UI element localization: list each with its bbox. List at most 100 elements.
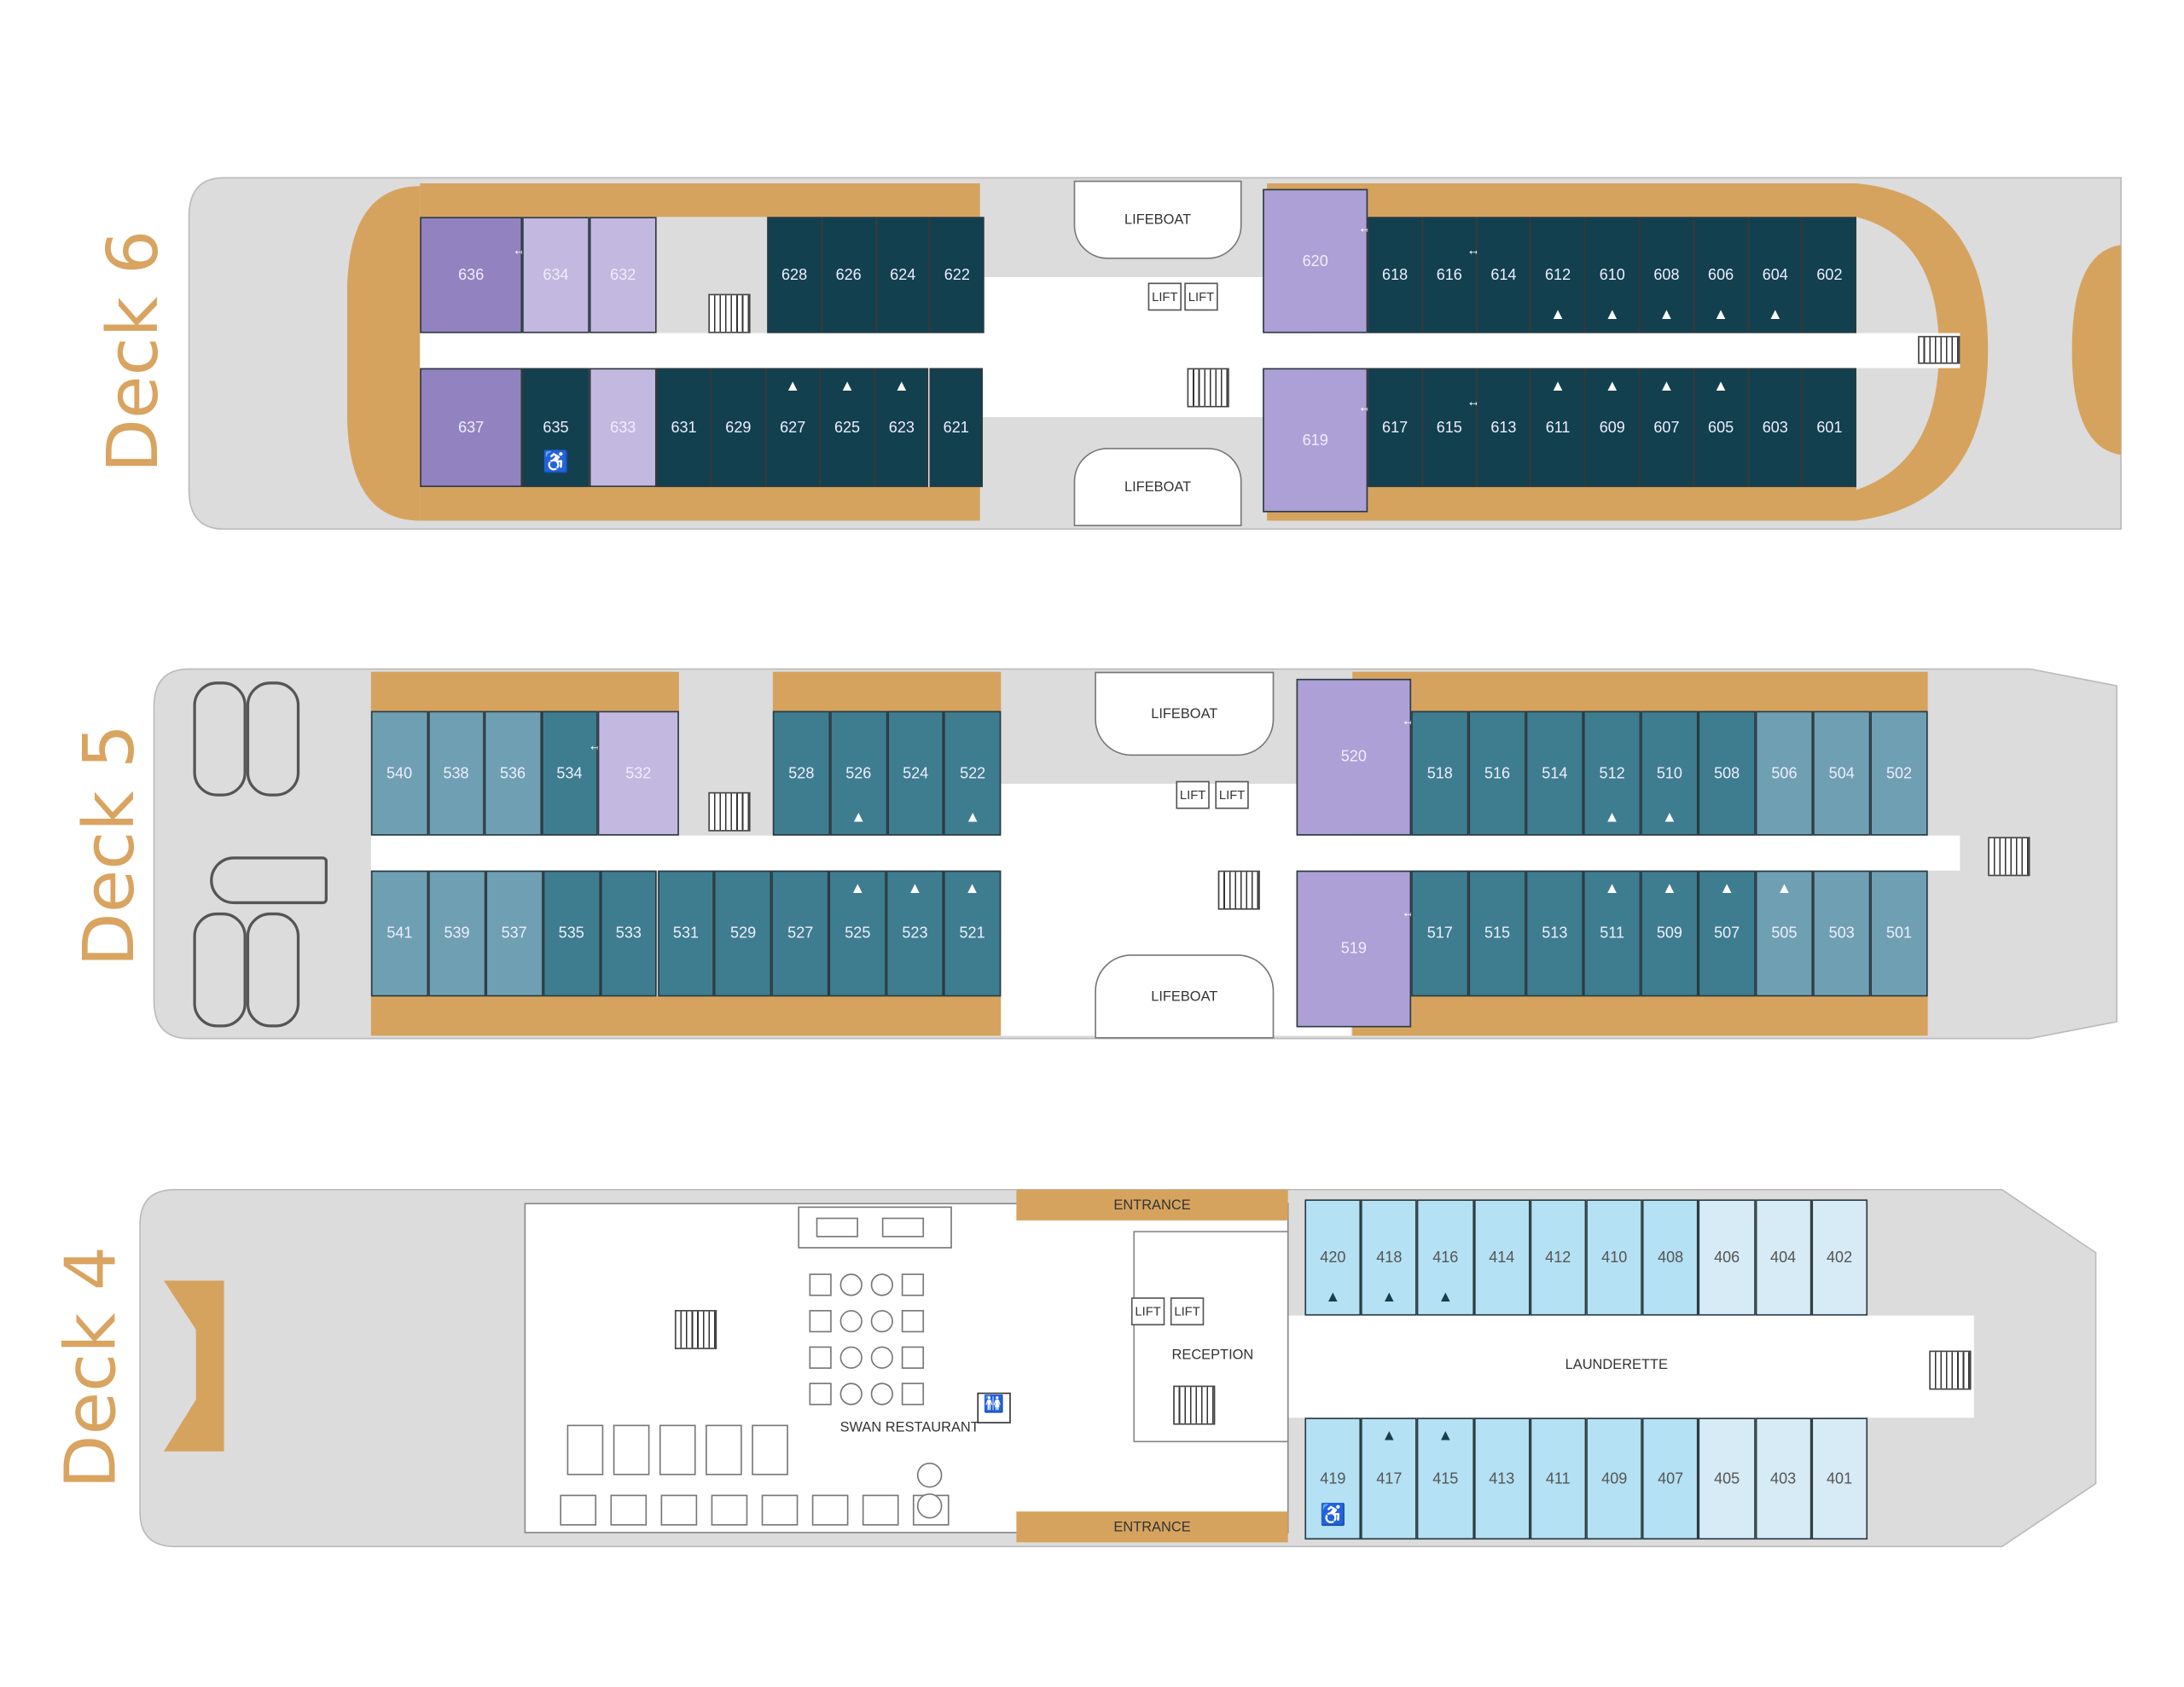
cabin-405[interactable]: 405 bbox=[1699, 1417, 1756, 1540]
cabin-501[interactable]: 501 bbox=[1870, 870, 1928, 997]
cabin-609[interactable]: 609▲ bbox=[1584, 368, 1640, 488]
cabin-614[interactable]: 614 bbox=[1476, 217, 1531, 333]
cabin-605[interactable]: 605▲ bbox=[1693, 368, 1748, 488]
cabin-617[interactable]: 617 bbox=[1368, 368, 1422, 488]
cabin-601[interactable]: 601 bbox=[1802, 368, 1857, 488]
cabin-618[interactable]: 618 bbox=[1368, 217, 1422, 333]
cabin-627[interactable]: 627▲ bbox=[765, 368, 821, 488]
cabin-613[interactable]: 613 bbox=[1476, 368, 1531, 488]
cabin-403[interactable]: 403 bbox=[1755, 1417, 1812, 1540]
cabin-616[interactable]: 616↔ bbox=[1421, 217, 1481, 333]
cabin-413[interactable]: 413 bbox=[1473, 1417, 1531, 1540]
cabin-502[interactable]: 502 bbox=[1870, 710, 1928, 836]
cabin-527[interactable]: 527 bbox=[771, 870, 829, 997]
cabin-number: 404 bbox=[1770, 1249, 1797, 1267]
cabin-622[interactable]: 622 bbox=[930, 217, 985, 333]
cabin-511[interactable]: 511▲ bbox=[1583, 870, 1641, 997]
cabin-603[interactable]: 603 bbox=[1747, 368, 1803, 488]
cabin-414[interactable]: 414 bbox=[1473, 1199, 1531, 1316]
cabin-411[interactable]: 411 bbox=[1530, 1417, 1587, 1540]
cabin-406[interactable]: 406 bbox=[1699, 1199, 1756, 1316]
cabin-628[interactable]: 628 bbox=[767, 217, 822, 333]
cabin-408[interactable]: 408 bbox=[1642, 1199, 1699, 1316]
cabin-401[interactable]: 401 bbox=[1811, 1417, 1868, 1540]
cabin-621[interactable]: 621 bbox=[928, 368, 984, 488]
cabin-624[interactable]: 624 bbox=[875, 217, 931, 333]
cabin-519[interactable]: 519↔ bbox=[1296, 870, 1415, 1028]
cabin-404[interactable]: 404 bbox=[1755, 1199, 1812, 1316]
cabin-512[interactable]: 512▲ bbox=[1583, 710, 1641, 836]
cabin-509[interactable]: 509▲ bbox=[1641, 870, 1699, 997]
cabin-620[interactable]: 620↔ bbox=[1263, 188, 1372, 333]
cabin-607[interactable]: 607▲ bbox=[1639, 368, 1694, 488]
cabin-506[interactable]: 506 bbox=[1755, 710, 1814, 836]
cabin-541[interactable]: 541 bbox=[370, 870, 428, 997]
cabin-407[interactable]: 407 bbox=[1642, 1417, 1699, 1540]
cabin-528[interactable]: 528 bbox=[772, 710, 830, 836]
cabin-513[interactable]: 513 bbox=[1525, 870, 1583, 997]
cabin-634[interactable]: 634 bbox=[522, 217, 590, 333]
cabin-636[interactable]: 636↔ bbox=[420, 217, 526, 333]
cabin-539[interactable]: 539 bbox=[427, 870, 486, 997]
cabin-521[interactable]: 521▲ bbox=[944, 870, 1002, 997]
cabin-606[interactable]: 606▲ bbox=[1693, 217, 1748, 333]
cabin-510[interactable]: 510▲ bbox=[1641, 710, 1699, 836]
cabin-631[interactable]: 631 bbox=[656, 368, 712, 488]
cabin-503[interactable]: 503 bbox=[1813, 870, 1871, 997]
cabin-536[interactable]: 536 bbox=[484, 710, 542, 836]
cabin-number: 511 bbox=[1600, 925, 1624, 942]
cabin-415[interactable]: 415▲ bbox=[1417, 1417, 1474, 1540]
cabin-420[interactable]: 420▲ bbox=[1304, 1199, 1362, 1316]
cabin-524[interactable]: 524 bbox=[886, 710, 944, 836]
cabin-518[interactable]: 518 bbox=[1411, 710, 1469, 836]
cabin-612[interactable]: 612▲ bbox=[1531, 217, 1585, 333]
cabin-615[interactable]: 615↔ bbox=[1421, 368, 1481, 488]
cabin-538[interactable]: 538 bbox=[427, 710, 485, 836]
cabin-520[interactable]: 520↔ bbox=[1296, 678, 1415, 836]
cabin-529[interactable]: 529 bbox=[714, 870, 772, 997]
cabin-531[interactable]: 531 bbox=[657, 870, 715, 997]
cabin-517[interactable]: 517 bbox=[1411, 870, 1469, 997]
cabin-626[interactable]: 626 bbox=[821, 217, 876, 333]
cabin-608[interactable]: 608▲ bbox=[1639, 217, 1694, 333]
cabin-514[interactable]: 514 bbox=[1525, 710, 1583, 836]
cabin-610[interactable]: 610▲ bbox=[1584, 217, 1640, 333]
cabin-623[interactable]: 623▲ bbox=[874, 368, 929, 488]
cabin-505[interactable]: 505▲ bbox=[1755, 870, 1814, 997]
cabin-604[interactable]: 604▲ bbox=[1747, 217, 1803, 333]
cabin-412[interactable]: 412 bbox=[1530, 1199, 1587, 1316]
cabin-522[interactable]: 522▲ bbox=[944, 710, 1002, 836]
cabin-525[interactable]: 525▲ bbox=[828, 870, 886, 997]
cabin-625[interactable]: 625▲ bbox=[820, 368, 874, 488]
cabin-419[interactable]: 419♿ bbox=[1304, 1417, 1362, 1540]
cabin-409[interactable]: 409 bbox=[1586, 1417, 1643, 1540]
cabin-number: 633 bbox=[610, 419, 636, 437]
table-icon bbox=[862, 1494, 899, 1526]
cabin-532[interactable]: 532 bbox=[597, 710, 679, 836]
cabin-633[interactable]: 633 bbox=[589, 368, 657, 488]
cabin-637[interactable]: 637 bbox=[420, 368, 523, 488]
cabin-534[interactable]: 534↔ bbox=[541, 710, 602, 836]
cabin-417[interactable]: 417▲ bbox=[1361, 1417, 1418, 1540]
cabin-515[interactable]: 515 bbox=[1468, 870, 1526, 997]
cabin-611[interactable]: 611▲ bbox=[1531, 368, 1585, 488]
cabin-410[interactable]: 410 bbox=[1586, 1199, 1643, 1316]
cabin-619[interactable]: 619↔ bbox=[1263, 368, 1372, 513]
cabin-418[interactable]: 418▲ bbox=[1361, 1199, 1418, 1316]
cabin-632[interactable]: 632 bbox=[589, 217, 657, 333]
cabin-523[interactable]: 523▲ bbox=[886, 870, 944, 997]
cabin-629[interactable]: 629 bbox=[711, 368, 766, 488]
cabin-504[interactable]: 504 bbox=[1813, 710, 1871, 836]
cabin-635[interactable]: 635♿ bbox=[522, 368, 590, 488]
cabin-602[interactable]: 602 bbox=[1802, 217, 1857, 333]
cabin-533[interactable]: 533 bbox=[600, 870, 658, 997]
cabin-540[interactable]: 540 bbox=[370, 710, 428, 836]
cabin-516[interactable]: 516 bbox=[1468, 710, 1526, 836]
cabin-507[interactable]: 507▲ bbox=[1698, 870, 1756, 997]
cabin-526[interactable]: 526▲ bbox=[829, 710, 887, 836]
cabin-402[interactable]: 402 bbox=[1811, 1199, 1868, 1316]
cabin-508[interactable]: 508 bbox=[1698, 710, 1756, 836]
cabin-535[interactable]: 535 bbox=[543, 870, 601, 997]
cabin-416[interactable]: 416▲ bbox=[1417, 1199, 1474, 1316]
cabin-537[interactable]: 537 bbox=[485, 870, 543, 997]
